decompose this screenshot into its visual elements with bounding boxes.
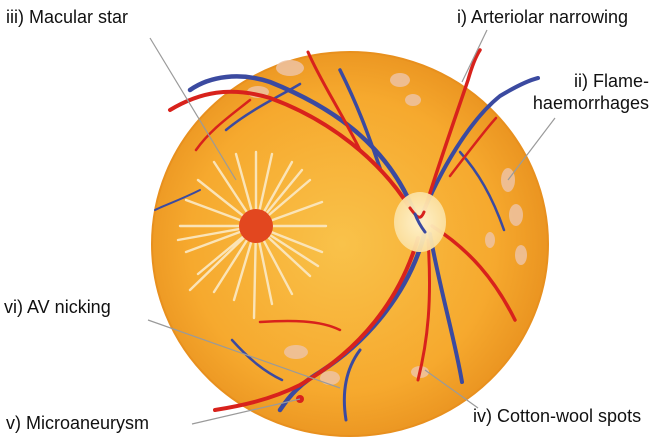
leader-arteriolar-narrowing [462, 30, 487, 82]
label-microaneurysm: v) Microaneurysm [6, 412, 149, 434]
label-flame-haemorrhages-line1: ii) Flame- [574, 70, 649, 92]
label-flame-haemorrhages-line2: haemorrhages [533, 92, 649, 114]
label-cotton-wool-spots: iv) Cotton-wool spots [473, 405, 641, 427]
fovea [239, 209, 273, 243]
label-arteriolar-narrowing: i) Arteriolar narrowing [457, 6, 628, 28]
label-av-nicking: vi) AV nicking [4, 296, 111, 318]
label-macular-star: iii) Macular star [6, 6, 128, 28]
